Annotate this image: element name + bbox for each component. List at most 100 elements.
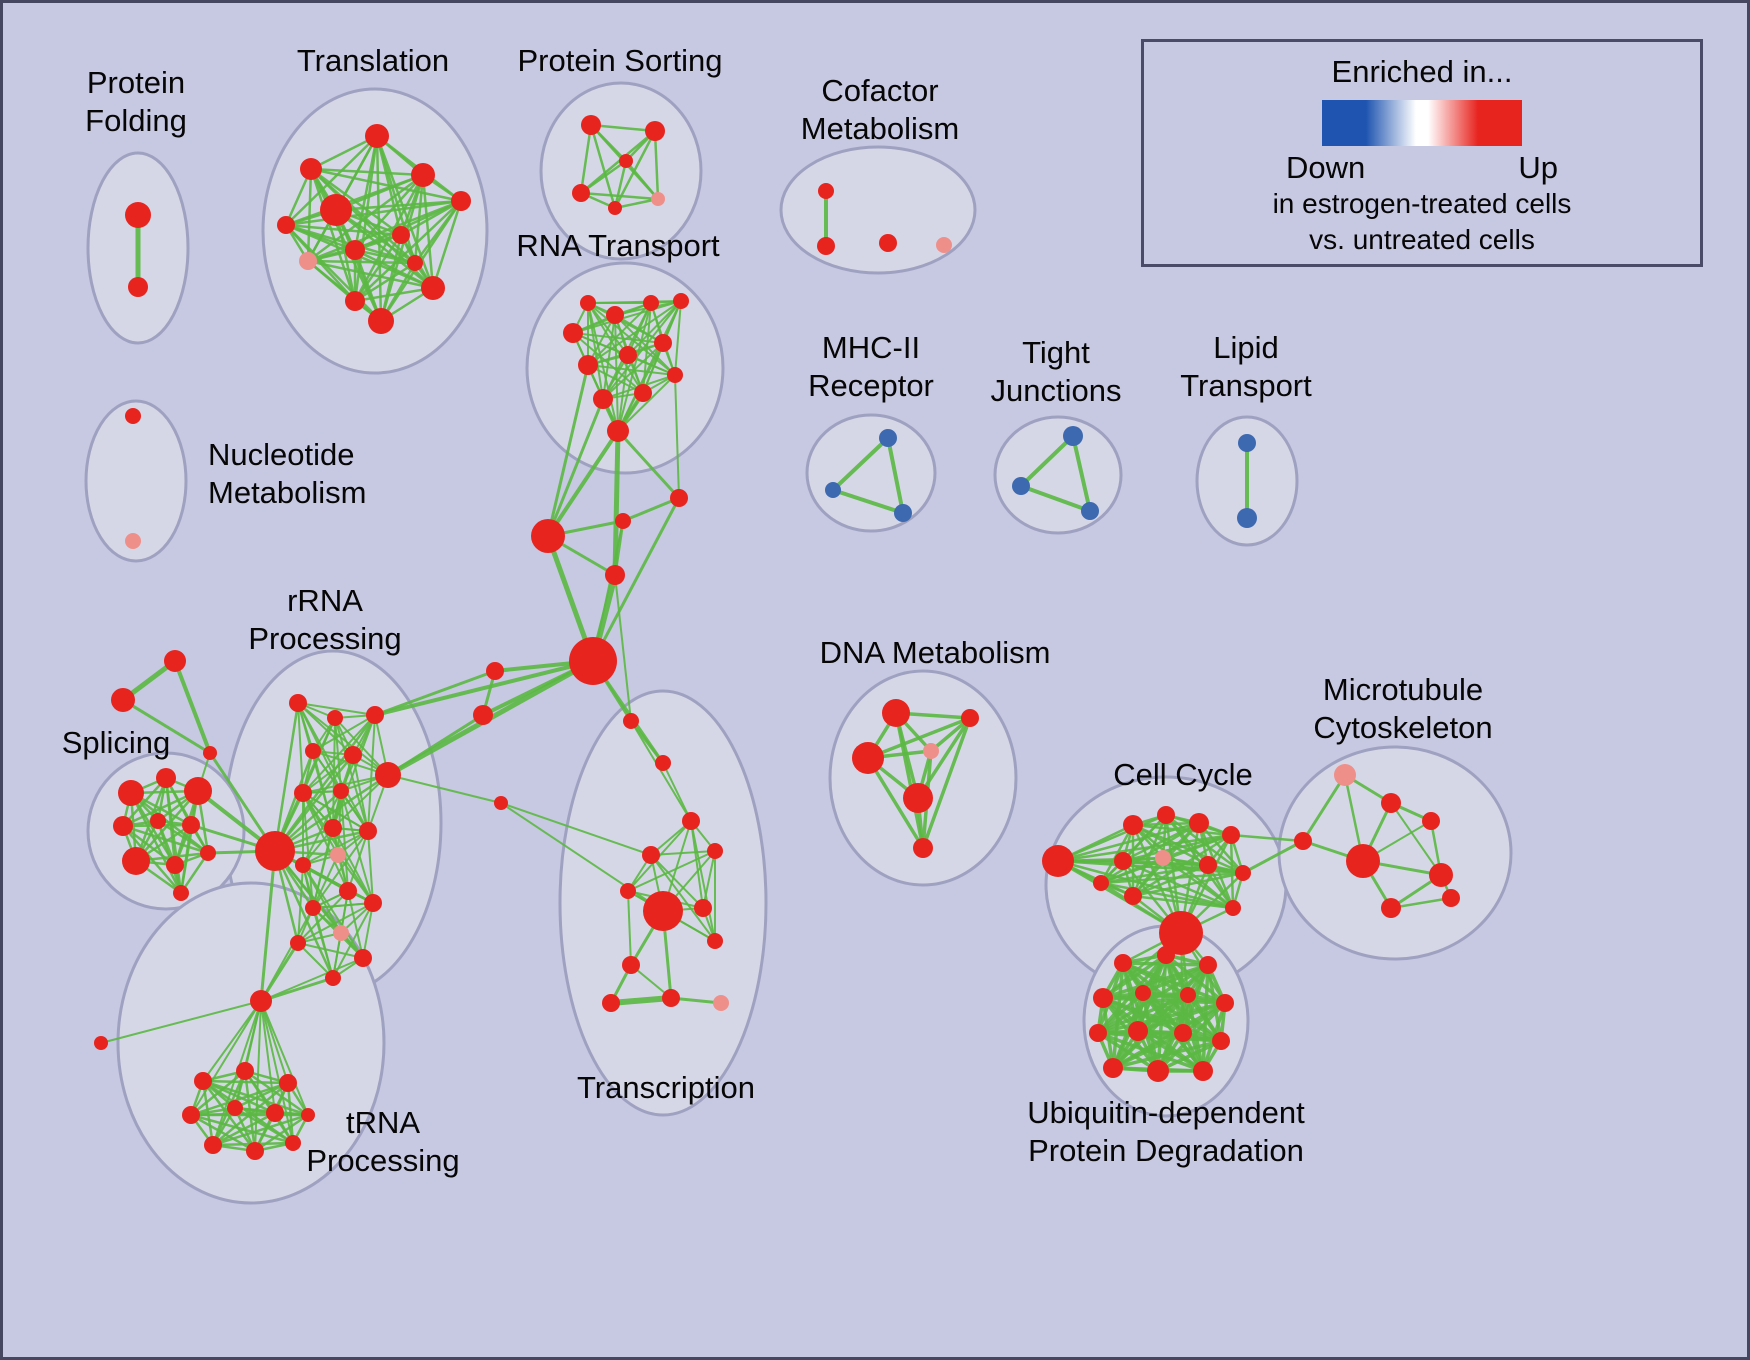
network-edge — [260, 1000, 289, 1084]
network-edge — [211, 1111, 277, 1147]
network-edge — [1389, 896, 1453, 910]
network-edge — [702, 850, 716, 909]
network-edge — [1096, 1031, 1205, 1073]
network-node — [615, 513, 631, 529]
network-node — [94, 1036, 108, 1050]
network-node — [250, 990, 272, 1012]
network-node — [1381, 793, 1401, 813]
network-node — [1123, 815, 1143, 835]
network-edge — [202, 1000, 262, 1082]
network-node — [1081, 502, 1099, 520]
network-node — [156, 768, 176, 788]
network-edge — [831, 436, 890, 492]
network-node — [694, 899, 712, 917]
network-node — [285, 1135, 301, 1151]
network-node — [642, 846, 660, 864]
nodes-layer — [94, 115, 1460, 1160]
network-node — [200, 845, 216, 861]
network-node — [1103, 1058, 1123, 1078]
network-edge — [587, 302, 604, 400]
network-node — [1346, 844, 1380, 878]
network-edge — [312, 907, 334, 979]
network-edge — [340, 790, 349, 892]
network-node — [279, 1074, 297, 1092]
network-edge — [1099, 863, 1210, 885]
network-edge — [674, 300, 682, 376]
network-node — [299, 252, 317, 270]
network-edge — [1131, 833, 1233, 898]
cluster-label-rna-transport: RNA Transport — [516, 228, 720, 263]
cluster-ellipse-mhc-ii-receptor — [805, 413, 937, 533]
network-edge — [1099, 856, 1165, 885]
network-edge — [312, 902, 374, 909]
network-node — [1093, 875, 1109, 891]
network-node — [634, 384, 652, 402]
network-edge — [614, 574, 632, 722]
cluster-label-translation: Translation — [297, 43, 449, 78]
network-node — [1135, 985, 1151, 1001]
network-node — [923, 743, 939, 759]
network-edge — [367, 714, 376, 832]
network-edge — [674, 374, 680, 499]
network-node — [1114, 954, 1132, 972]
legend-gradient-bar — [1322, 100, 1522, 146]
network-edge — [375, 134, 417, 265]
network-node — [236, 1062, 254, 1080]
network-node — [333, 783, 349, 799]
network-node — [1294, 832, 1312, 850]
network-edge — [306, 167, 313, 263]
network-edge — [650, 854, 716, 942]
network-node — [1212, 1032, 1230, 1050]
network-edge — [337, 854, 374, 904]
network-node — [879, 429, 897, 447]
network-edge — [621, 496, 681, 523]
network-edge — [579, 123, 593, 195]
network-node — [300, 158, 322, 180]
network-edge — [591, 496, 681, 663]
network-node — [324, 819, 342, 837]
network-node — [619, 154, 633, 168]
network-edge — [608, 995, 674, 1006]
network-node — [368, 308, 394, 334]
network-edge — [546, 397, 605, 538]
network-node — [1128, 1021, 1148, 1041]
network-edge — [233, 1106, 295, 1145]
network-edge — [627, 890, 632, 966]
network-edge — [612, 428, 621, 578]
network-edge — [362, 902, 374, 959]
cluster-ellipse-rna-transport — [525, 261, 725, 475]
network-edge — [1019, 434, 1075, 488]
network-node — [563, 323, 583, 343]
network-edge — [894, 711, 925, 850]
network-edge — [1390, 802, 1442, 876]
network-edge — [353, 286, 435, 303]
network-node — [1222, 826, 1240, 844]
network-node — [122, 847, 150, 875]
network-node — [411, 163, 435, 187]
network-edge — [866, 716, 972, 760]
network-edge — [306, 173, 425, 263]
network-node — [1189, 813, 1209, 833]
network-node — [289, 694, 307, 712]
network-edge — [627, 300, 682, 356]
network-edge — [284, 199, 463, 227]
network-node — [572, 184, 590, 202]
network-node — [305, 900, 321, 916]
network-edge — [500, 802, 652, 856]
network-node — [1199, 856, 1217, 874]
network-edge — [260, 1000, 309, 1116]
network-node — [879, 234, 897, 252]
network-edge — [375, 134, 435, 290]
network-edge — [587, 302, 676, 376]
network-node — [655, 755, 671, 771]
cluster-ellipse-nucleotide-metabolism — [84, 399, 188, 563]
network-edge — [587, 300, 682, 304]
cluster-label-protein-sorting: Protein Sorting — [517, 43, 722, 78]
network-edge — [100, 1000, 262, 1044]
network-edge — [334, 208, 435, 290]
network-edge — [1241, 839, 1305, 875]
